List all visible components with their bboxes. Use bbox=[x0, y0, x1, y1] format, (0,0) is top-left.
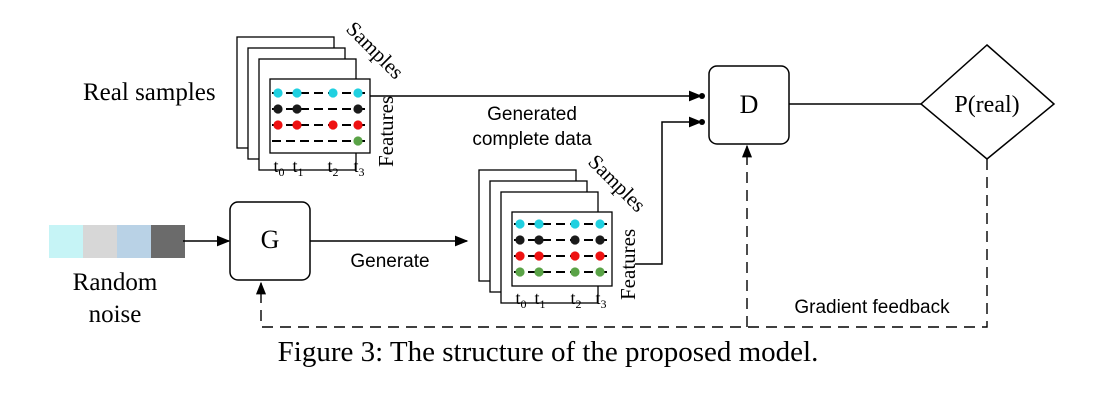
real-time-tick: t3 bbox=[353, 156, 364, 179]
real-value-dot bbox=[353, 120, 363, 130]
generated-time-tick: t0 bbox=[515, 288, 526, 311]
generated-time-tick: t3 bbox=[595, 288, 606, 311]
gradient-feedback-path bbox=[255, 159, 988, 328]
random-noise-label-line1: Random bbox=[73, 269, 158, 296]
noise-component bbox=[83, 225, 117, 258]
real-value-dot bbox=[273, 120, 283, 130]
real-time-axis: t0 t1 t2 t3 bbox=[273, 156, 364, 179]
generated-value-dot bbox=[515, 251, 525, 261]
features-label-real: Features bbox=[374, 96, 398, 167]
generated-time-axis: t0 t1 t2 t3 bbox=[515, 288, 606, 311]
generated-value-dot bbox=[595, 235, 605, 245]
generated-input-port bbox=[699, 119, 705, 125]
real-value-dot bbox=[353, 104, 363, 114]
real-time-tick: t0 bbox=[273, 156, 284, 179]
generated-value-dot bbox=[515, 219, 525, 229]
generated-feature-grid bbox=[514, 219, 610, 277]
generated-value-dot bbox=[515, 235, 525, 245]
real-samples-label: Real samples bbox=[83, 79, 216, 106]
real-feature-grid bbox=[272, 88, 368, 146]
generated-value-dot bbox=[534, 267, 544, 277]
real-value-dot bbox=[328, 88, 338, 98]
real-value-dot bbox=[353, 136, 363, 146]
generated-time-tick: t2 bbox=[570, 288, 581, 311]
generated-value-dot bbox=[570, 235, 580, 245]
figure-caption: Figure 3: The structure of the proposed … bbox=[277, 336, 819, 368]
real-time-tick: t1 bbox=[292, 156, 303, 179]
generated-value-dot bbox=[570, 267, 580, 277]
generated-value-dot bbox=[595, 251, 605, 261]
generated-value-dot bbox=[595, 267, 605, 277]
random-noise-label-line2: noise bbox=[89, 301, 142, 328]
gradient-feedback-label: Gradient feedback bbox=[794, 297, 950, 318]
generated-value-dot bbox=[534, 251, 544, 261]
random-noise-vector bbox=[49, 225, 185, 258]
real-value-dot bbox=[353, 88, 363, 98]
real-value-dot bbox=[328, 120, 338, 130]
real-value-dot bbox=[292, 104, 302, 114]
real-value-dot bbox=[273, 88, 283, 98]
noise-component bbox=[49, 225, 83, 258]
real-value-dot bbox=[292, 120, 302, 130]
generated-value-dot bbox=[534, 219, 544, 229]
noise-component bbox=[117, 225, 151, 258]
generated-data-label-line1: Generated bbox=[487, 104, 577, 125]
generated-to-discriminator-arrow bbox=[635, 116, 703, 265]
generated-value-dot bbox=[595, 219, 605, 229]
generated-data-label-line2: complete data bbox=[472, 129, 592, 150]
real-input-port bbox=[699, 93, 705, 99]
generated-value-dot bbox=[570, 251, 580, 261]
generated-value-dot bbox=[534, 235, 544, 245]
real-value-dot bbox=[273, 104, 283, 114]
real-time-tick: t2 bbox=[327, 156, 338, 179]
output-probability-label: P(real) bbox=[954, 92, 1019, 118]
generate-label: Generate bbox=[350, 251, 429, 272]
discriminator-box bbox=[708, 65, 790, 145]
generated-value-dot bbox=[515, 267, 525, 277]
generated-time-tick: t1 bbox=[534, 288, 545, 311]
noise-component bbox=[151, 225, 185, 258]
generator-label: G bbox=[261, 225, 280, 254]
discriminator-label: D bbox=[740, 90, 759, 119]
generated-value-dot bbox=[570, 219, 580, 229]
real-value-dot bbox=[292, 88, 302, 98]
